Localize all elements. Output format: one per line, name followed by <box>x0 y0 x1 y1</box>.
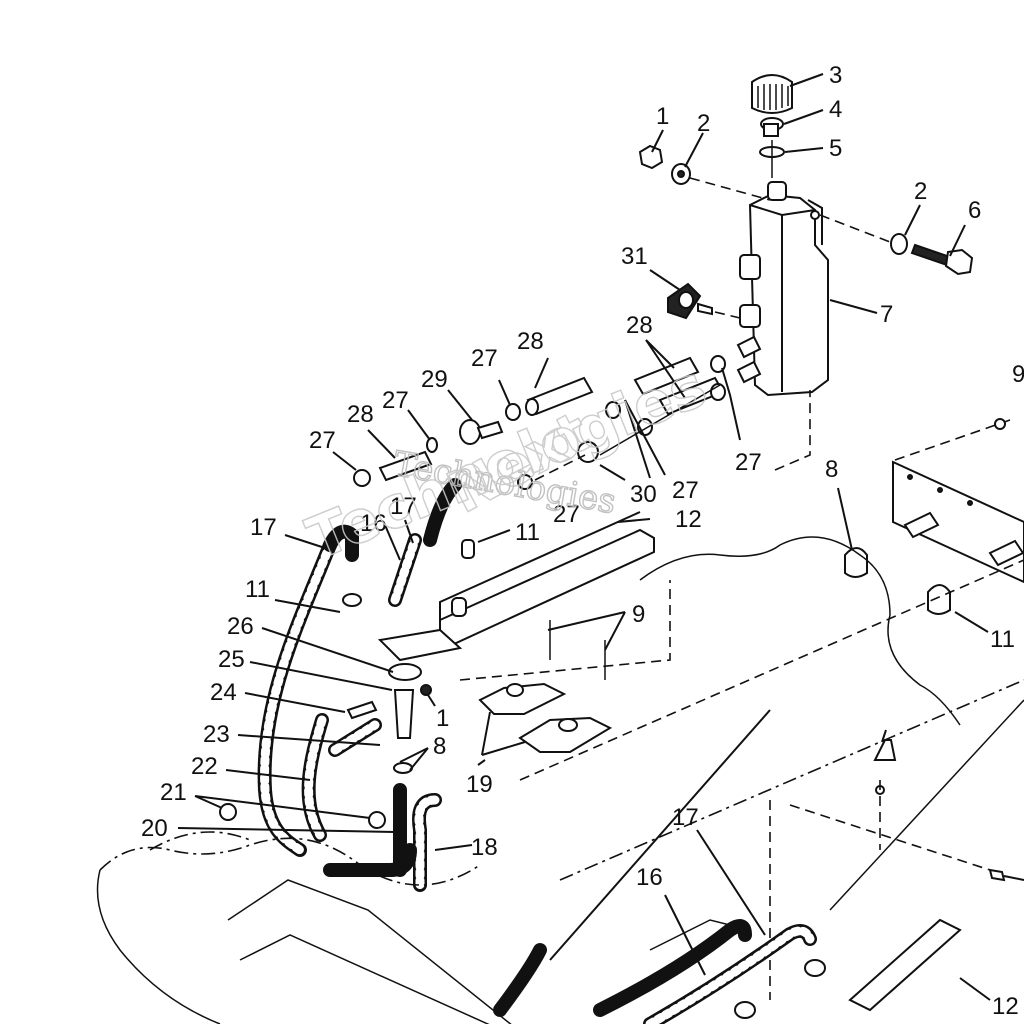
callout-21: 21 <box>160 779 187 806</box>
callout-1b: 1 <box>436 705 449 732</box>
callout-27c: 27 <box>309 427 336 454</box>
callout-18: 18 <box>471 834 498 861</box>
callout-2a: 2 <box>697 110 710 137</box>
right-bracket <box>844 460 1024 615</box>
callout-26: 26 <box>227 613 254 640</box>
callout-labels: 1 2 3 4 5 2 6 31 7 28 28 27 29 27 28 27 … <box>141 62 1024 1020</box>
brackets-19 <box>478 682 613 753</box>
nut-washer-left <box>638 144 691 185</box>
callout-27b: 27 <box>382 387 409 414</box>
callout-12a: 12 <box>675 506 702 533</box>
leader-lines <box>177 73 991 1001</box>
callout-2b: 2 <box>914 178 927 205</box>
bolt-washer-right <box>890 233 974 276</box>
callout-31: 31 <box>621 243 648 270</box>
callout-1a: 1 <box>656 103 669 130</box>
callout-11b: 11 <box>245 576 270 603</box>
callout-4: 4 <box>829 96 842 123</box>
callout-8b: 8 <box>433 733 446 760</box>
tee-fitting <box>219 593 463 829</box>
callout-17a: 17 <box>250 514 277 541</box>
callout-9b: 9 <box>632 601 645 628</box>
callout-27d: 27 <box>735 449 762 476</box>
hose-clip-31 <box>667 282 713 320</box>
callout-25: 25 <box>218 646 245 673</box>
callout-27f: 27 <box>553 501 580 528</box>
callout-19: 19 <box>466 771 493 798</box>
callout-22: 22 <box>191 753 218 780</box>
oil-tank <box>736 181 829 397</box>
callout-11a: 11 <box>515 519 540 546</box>
callout-23: 23 <box>203 721 230 748</box>
callout-24: 24 <box>210 679 237 706</box>
callout-9a: 9 <box>1012 361 1024 388</box>
callout-27a: 27 <box>471 345 498 372</box>
callout-16a: 16 <box>360 510 387 537</box>
callout-3: 3 <box>829 62 842 89</box>
callout-16b: 16 <box>636 864 663 891</box>
callout-7: 7 <box>880 301 893 328</box>
callout-6: 6 <box>968 197 981 224</box>
callout-5: 5 <box>829 135 842 162</box>
callout-28b: 28 <box>517 328 544 355</box>
callout-28a: 28 <box>626 312 653 339</box>
callout-8a: 8 <box>825 456 838 483</box>
oil-hoses-left <box>257 478 462 892</box>
mounting-bracket-12 <box>439 511 655 646</box>
callout-27e: 27 <box>672 477 699 504</box>
callout-12b: 12 <box>992 993 1019 1020</box>
callout-11c: 11 <box>990 626 1015 653</box>
callout-17b: 17 <box>390 493 417 520</box>
chassis-outline <box>96 536 1024 1024</box>
callout-30: 30 <box>630 481 657 508</box>
callout-28c: 28 <box>347 401 374 428</box>
callout-29: 29 <box>421 366 448 393</box>
callout-17c: 17 <box>672 804 699 831</box>
callout-20: 20 <box>141 815 168 842</box>
oil-hoses-lower <box>493 919 826 1024</box>
